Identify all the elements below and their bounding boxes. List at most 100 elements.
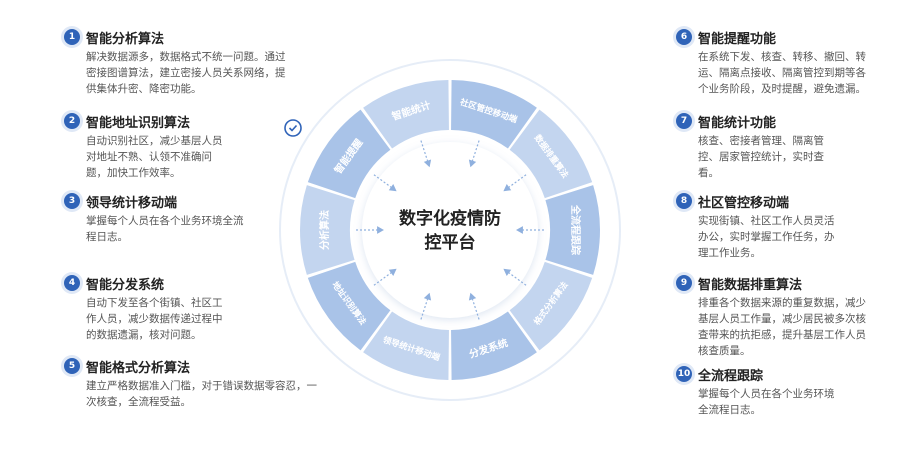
feature-description: 建立严格数据准入门槛，对于错误数据零容忍，一次核查，全流程受益。 [86,378,317,410]
feature-description: 掌握每个人员在各个业务环境全流程日志。 [86,213,244,245]
ring-segment [307,261,391,351]
feature-header: 1 智能分析算法 [64,26,286,48]
description-line: 作人员，减少数据传递过程中 [86,313,223,325]
feature-title: 智能分析算法 [86,31,165,47]
description-line: 个业务阶段，及时提醒，避免遗漏。 [698,83,866,95]
feature-title: 智能地址识别算法 [86,115,191,131]
ring-segment [363,80,449,149]
flow-arrow [373,174,394,190]
description-line: 的数据遗漏，核对问题。 [86,329,202,341]
ring-segment [307,109,391,199]
description-line: 排重各个数据来源的重复数据，减少 [698,297,866,309]
flow-arrow-head [388,268,397,276]
feature-item-6: 6 智能提醒功能在系统下发、核查、转移、撤回、转运、隔离点接收、隔离管控到期等各个… [676,26,866,97]
platform-ring-diagram: 智能提醒智能统计社区管控移动端数据排重算法全流程跟踪格式分析算法分发系统领导统计… [279,59,621,401]
description-line: 次核查，全流程受益。 [86,396,191,408]
flow-arrow-head [503,268,512,276]
description-line: 全流程日志。 [698,404,761,416]
center-circle [362,142,538,318]
description-line: 对地址不熟、认领不准确问 [86,151,212,163]
ring-segment [545,185,600,275]
feature-number-badge: 4 [64,275,80,291]
ring-segment [451,80,537,149]
feature-item-2: 2 智能地址识别算法自动识别社区，减少基层人员对地址不熟、认领不准确问题，加快工作… [64,110,223,181]
ring-segment [451,311,537,380]
description-line: 在系统下发、核查、转移、撤回、转 [698,51,866,63]
feature-number-badge: 10 [676,366,692,382]
ring-segment [363,311,449,380]
feature-description: 排重各个数据来源的重复数据，减少基层人员工作量，减少居民被多次核查带来的抗拒感，… [698,295,866,359]
feature-number-badge: 8 [676,193,692,209]
flow-arrow [471,140,480,164]
feature-header: 5 智能格式分析算法 [64,355,317,377]
flow-arrow [420,296,429,320]
feature-header: 9 智能数据排重算法 [676,272,866,294]
feature-title: 社区管控移动端 [698,195,790,211]
description-line: 核查、密接者管理、隔离管 [698,135,824,147]
feature-description: 核查、密接者管理、隔离管控、居家管控统计，实时查看。 [698,133,824,181]
feature-item-7: 7 智能统计功能核查、密接者管理、隔离管控、居家管控统计，实时查看。 [676,110,824,181]
feature-header: 7 智能统计功能 [676,110,824,132]
description-line: 控、居家管控统计，实时查 [698,151,824,163]
description-line: 办公，实时掌握工作任务，办 [698,231,835,243]
feature-title: 智能格式分析算法 [86,360,191,376]
feature-header: 10 全流程跟踪 [676,363,835,385]
flow-arrow-head [423,292,432,301]
feature-number-badge: 1 [64,29,80,45]
flow-arrow-head [377,226,384,234]
outer-guide-ring [279,59,621,401]
feature-description: 解决数据源多，数据格式不统一问题。通过密接图谱算法，建立密接人员关系网络，提供集… [86,49,286,97]
description-line: 自动下发至各个街镇、社区工 [86,297,223,309]
description-line: 程日志。 [86,231,128,243]
feature-item-1: 1 智能分析算法解决数据源多，数据格式不统一问题。通过密接图谱算法，建立密接人员关… [64,26,286,97]
flow-arrow-head [468,292,477,301]
description-line: 基层人员工作量，减少居民被多次核 [698,313,866,325]
description-line: 掌握每个人员在各个业务环境全流 [86,215,244,227]
feature-number-badge: 2 [64,113,80,129]
feature-title: 智能统计功能 [698,115,777,131]
description-line: 密接图谱算法，建立密接人员关系网络，提 [86,67,286,79]
feature-item-10: 10 全流程跟踪掌握每个人员在各个业务环境全流程日志。 [676,363,835,418]
ring-segment [509,109,593,199]
feature-number-badge: 3 [64,193,80,209]
description-line: 自动识别社区，减少基层人员 [86,135,223,147]
description-line: 解决数据源多，数据格式不统一问题。通过 [86,51,286,63]
feature-header: 3 领导统计移动端 [64,190,244,212]
flow-arrow-head [423,159,432,168]
flow-arrow-head [516,226,523,234]
flow-arrow-head [503,184,512,192]
feature-title: 智能数据排重算法 [698,277,803,293]
feature-item-8: 8 社区管控移动端实现街镇、社区工作人员灵活办公，实时掌握工作任务，办理工作业务。 [676,190,835,261]
feature-title: 智能提醒功能 [698,31,777,47]
feature-number-badge: 5 [64,358,80,374]
feature-item-3: 3 领导统计移动端掌握每个人员在各个业务环境全流程日志。 [64,190,244,245]
ring-segment-label: 全流程跟踪 [569,204,582,255]
check-icon [284,119,302,137]
description-line: 查带来的抗拒感，提升基层工作人员 [698,329,866,341]
description-line: 理工作业务。 [698,247,761,259]
description-line: 供集体升密、降密功能。 [86,83,202,95]
ring-segment [509,261,593,351]
feature-number-badge: 7 [676,113,692,129]
flow-arrow-head [388,184,397,192]
feature-header: 6 智能提醒功能 [676,26,866,48]
feature-number-badge: 9 [676,275,692,291]
feature-title: 领导统计移动端 [86,195,178,211]
feature-title: 全流程跟踪 [698,368,764,384]
ring-segment [300,185,355,275]
flow-arrow [471,296,480,320]
description-line: 题，加快工作效率。 [86,167,181,179]
center-title-line1: 数字化疫情防 [399,208,501,229]
feature-description: 在系统下发、核查、转移、撤回、转运、隔离点接收、隔离管控到期等各个业务阶段，及时… [698,49,866,97]
feature-description: 实现街镇、社区工作人员灵活办公，实时掌握工作任务，办理工作业务。 [698,213,835,261]
feature-number-badge: 6 [676,29,692,45]
feature-item-9: 9 智能数据排重算法排重各个数据来源的重复数据，减少基层人员工作量，减少居民被多次… [676,272,866,359]
flow-arrow-head [468,159,477,168]
description-line: 实现街镇、社区工作人员灵活 [698,215,835,227]
feature-description: 掌握每个人员在各个业务环境全流程日志。 [698,386,835,418]
feature-header: 2 智能地址识别算法 [64,110,223,132]
description-line: 建立严格数据准入门槛，对于错误数据零容忍，一 [86,380,317,392]
